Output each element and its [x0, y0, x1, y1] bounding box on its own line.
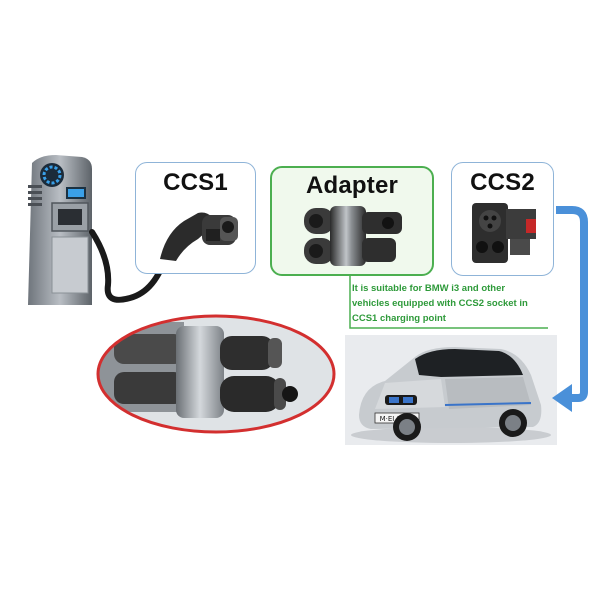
- ccs2-title: CCS2: [470, 169, 535, 196]
- ccs2-card: CCS2: [451, 162, 554, 276]
- charging-station: [22, 155, 102, 305]
- bmw-i3-car-image: M·EI 3344: [345, 335, 557, 445]
- ccs1-plug-image: [154, 203, 244, 263]
- adapter-image: [302, 204, 406, 270]
- adapter-title: Adapter: [305, 172, 399, 199]
- adapter-closeup: [94, 312, 338, 437]
- compatibility-note: It is suitable for BMW i3 and other vehi…: [352, 281, 552, 326]
- note-line-1: It is suitable for BMW i3 and other: [352, 283, 506, 294]
- ccs1-card: CCS1: [135, 162, 256, 274]
- note-line-2: vehicles equipped with CCS2 socket in: [352, 298, 528, 309]
- note-line-3: CCS1 charging point: [352, 313, 446, 324]
- ccs2-socket-image: [466, 199, 544, 269]
- ccs1-title: CCS1: [163, 169, 228, 196]
- adapter-card: Adapter: [270, 166, 434, 276]
